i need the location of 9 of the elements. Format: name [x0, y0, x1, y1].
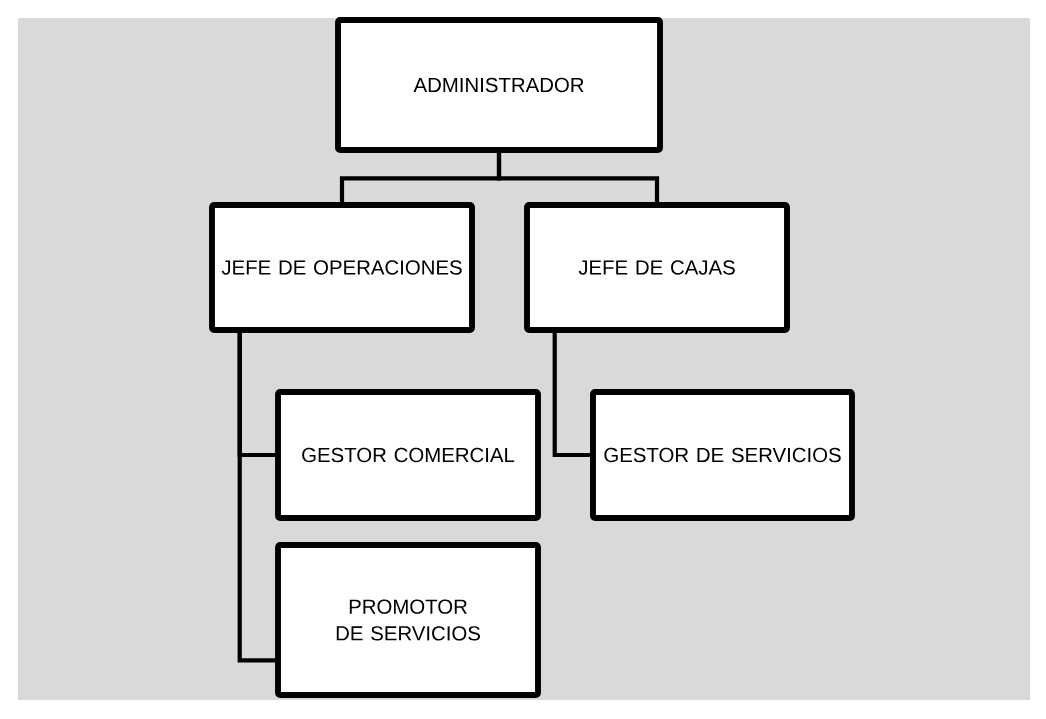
- connector-line: [237, 330, 278, 663]
- org-box: PROMOTOR DE SERVICIOS: [275, 542, 541, 698]
- org-box: JEFE DE CAJAS: [524, 202, 790, 333]
- org-box: GESTOR COMERCIAL: [275, 389, 541, 521]
- org-box: JEFE DE OPERACIONES: [209, 202, 475, 333]
- connector-line: [552, 330, 593, 458]
- connector-line: [496, 150, 660, 205]
- org-box: GESTOR DE SERVICIOS: [590, 389, 855, 521]
- org-box: ADMINISTRADOR: [335, 17, 663, 153]
